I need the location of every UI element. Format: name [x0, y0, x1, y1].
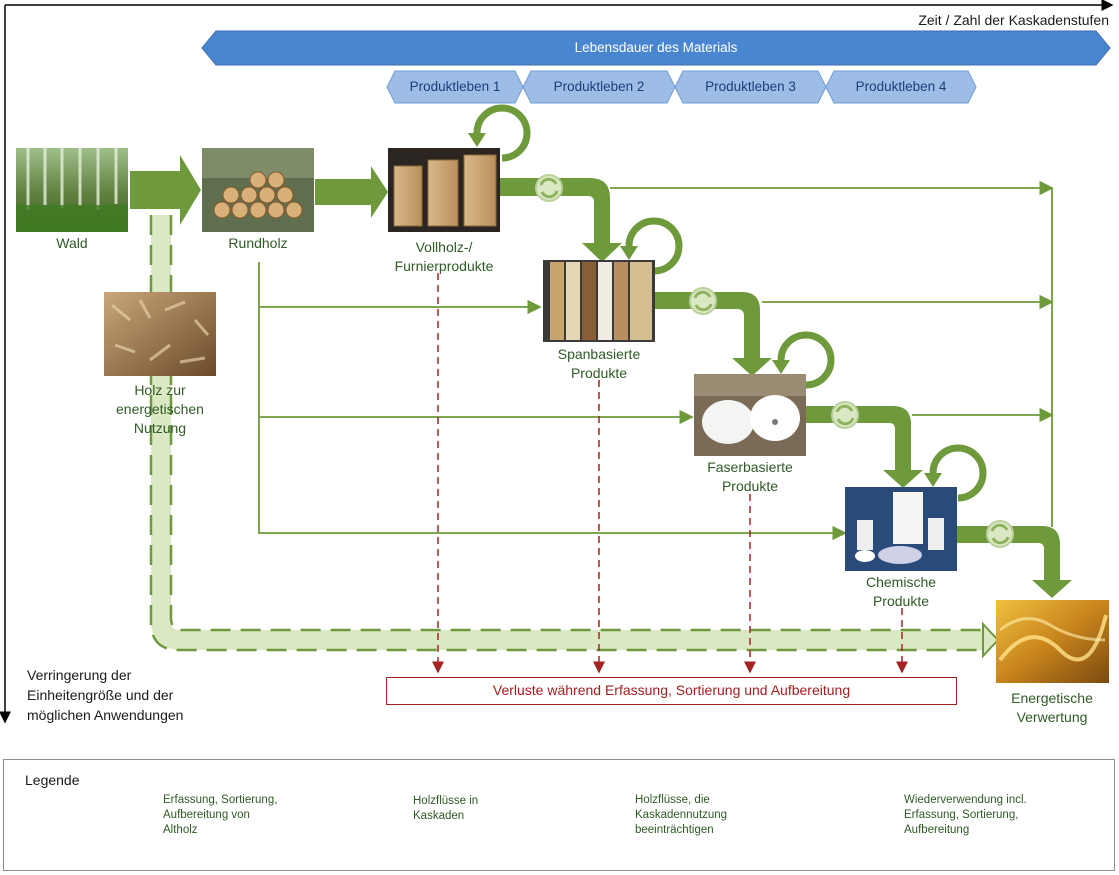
legend-item-thin-line-1: Holzflüsse, die [635, 794, 710, 806]
reuse-loop-heads [468, 133, 942, 487]
photo-span [543, 260, 655, 342]
node-label-energetische-nutzung-line-1: Holz zur [134, 382, 186, 398]
node-label-chemisch-line-2: Produkte [872, 593, 930, 609]
reuse-loops [473, 104, 987, 502]
legend-item-reuse-line-1: Wiederverwendung incl. [904, 794, 1027, 806]
photo-wald [16, 148, 128, 232]
legend-item-thin-line-2: Kaskadennutzung [635, 809, 728, 821]
legend-item-reuse-text: Wiederverwendung incl. Erfassung, Sortie… [904, 793, 1094, 838]
size-axis-label-line-2: Einheitengröße und der [27, 687, 174, 703]
node-label-chemisch: Chemische Produkte [831, 573, 971, 611]
losses-label: Verluste während Erfassung, Sortierung u… [492, 682, 851, 698]
node-label-verwertung-line-2: Verwertung [1016, 709, 1088, 725]
thin-flows [258, 180, 1054, 541]
energy-path-light [149, 215, 1000, 659]
size-axis-label-line-3: möglichen Anwendungen [27, 707, 184, 723]
legend-item-recycle-line-1: Erfassung, Sortierung, [163, 794, 278, 806]
legend-title: Legende [25, 772, 80, 788]
node-label-faser-line-2: Produkte [721, 478, 779, 494]
node-label-span-line-2: Produkte [570, 365, 628, 381]
loss-lines [432, 273, 908, 674]
node-label-energetische-nutzung-line-2: energetischen [116, 401, 204, 417]
node-label-verwertung-line-1: Energetische [1011, 690, 1093, 706]
legend-item-reuse-line-3: Aufbereitung [904, 824, 970, 836]
legend-item-recycle-line-3: Altholz [163, 824, 198, 836]
lifespan-band [201, 30, 1111, 66]
phase-label-2: Produktleben 2 [553, 79, 645, 94]
node-label-span: Spanbasierte Produkte [529, 345, 669, 383]
losses-box: Verluste während Erfassung, Sortierung u… [386, 677, 957, 705]
node-label-vollholz-line-2: Furnierprodukte [394, 258, 494, 274]
legend-item-reuse-line-2: Erfassung, Sortierung, [904, 809, 1019, 821]
node-label-energetische-nutzung-line-3: Nutzung [133, 420, 187, 436]
photo-holzhackschnitzel [104, 292, 216, 376]
node-label-rundholz: Rundholz [202, 234, 314, 253]
node-label-wald-line-1: Wald [56, 235, 88, 251]
phase-label-3: Produktleben 3 [705, 79, 796, 94]
photo-vollholz [388, 148, 500, 232]
size-axis-label: Verringerung der Einheitengröße und der … [27, 665, 227, 725]
phase-label-4: Produktleben 4 [855, 79, 947, 94]
node-label-energetische-nutzung: Holz zur energetischen Nutzung [100, 381, 220, 438]
node-label-chemisch-line-1: Chemische [865, 574, 937, 590]
node-label-faser-line-1: Faserbasierte [707, 459, 793, 475]
node-label-rundholz-line-1: Rundholz [228, 235, 288, 251]
photo-chemisch [845, 487, 957, 571]
legend-item-recycle-line-2: Aufbereitung von [163, 809, 250, 821]
photo-faser [694, 374, 806, 456]
legend-item-cascade-line-1: Holzflüsse in [413, 795, 479, 807]
time-axis-label: Zeit / Zahl der Kaskadenstufen [918, 12, 1109, 28]
photo-feuer [996, 600, 1109, 683]
recycle-icons [535, 174, 1014, 548]
legend-item-recycle-text: Erfassung, Sortierung, Aufbereitung von … [163, 793, 323, 838]
phase-arrows [386, 70, 977, 104]
lifespan-label: Lebensdauer des Materials [574, 40, 738, 55]
legend-item-cascade-line-2: Kaskaden [413, 810, 465, 822]
node-label-verwertung: Energetische Verwertung [982, 689, 1119, 727]
phase-label-1: Produktleben 1 [409, 79, 501, 94]
node-label-span-line-1: Spanbasierte [557, 346, 641, 362]
node-label-vollholz: Vollholz-/ Furnierprodukte [374, 238, 514, 276]
node-label-faser: Faserbasierte Produkte [680, 458, 820, 496]
node-label-vollholz-line-1: Vollholz-/ [415, 239, 473, 255]
legend-box [3, 759, 1115, 871]
size-axis-label-line-1: Verringerung der [27, 667, 132, 683]
legend-item-thin-line-3: beeinträchtigen [635, 824, 714, 836]
legend-item-thin-text: Holzflüsse, die Kaskadennutzung beeinträ… [635, 793, 795, 838]
photo-rundholz [202, 148, 314, 232]
node-label-wald: Wald [16, 234, 128, 253]
legend-item-cascade-text: Holzflüsse in Kaskaden [413, 794, 553, 824]
phase-arrow-4 [825, 70, 977, 104]
